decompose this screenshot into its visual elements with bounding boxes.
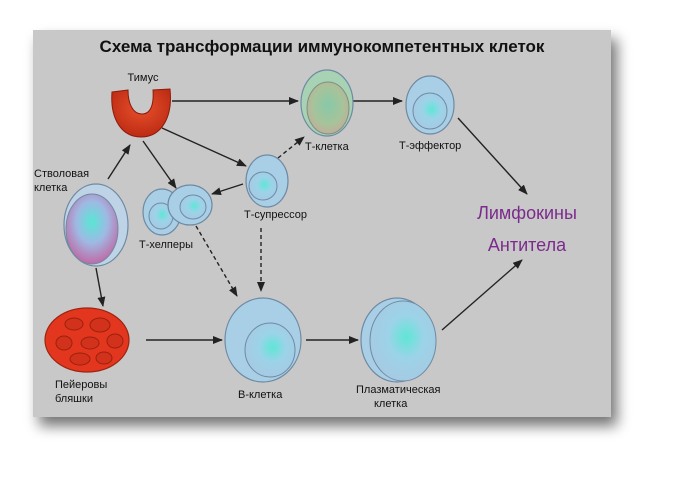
thymus-organ <box>111 88 171 138</box>
peyer-patches <box>44 307 130 373</box>
arrow-teffector-to-lymphokines <box>457 117 528 195</box>
arrows <box>95 97 528 344</box>
diagram-title: Схема трансформации иммунокомпетентных к… <box>100 37 545 56</box>
t-cell <box>300 69 354 137</box>
arrow-plasma-to-antibodies <box>441 259 523 331</box>
arrow-stem-to-peyer <box>95 267 106 307</box>
label-t-cell: Т-клетка <box>305 141 350 153</box>
output-lymphokines: Лимфокины <box>477 203 577 223</box>
arrow-tsuppressor-to-thelpers <box>211 183 244 196</box>
t-helper-cells <box>142 184 213 236</box>
arrow-stem-to-thymus <box>107 144 131 180</box>
label-t-effector: Т-эффектор <box>399 140 461 152</box>
output-antibodies: Антитела <box>488 235 567 255</box>
arrow-thymus-to-thelpers <box>142 140 177 189</box>
arrow-thymus-to-tsuppressor <box>161 127 247 167</box>
t-effector-cell <box>405 75 455 135</box>
t-suppressor-cell <box>245 154 289 208</box>
label-b-cell: В-клетка <box>238 389 283 401</box>
plasma-cell <box>360 297 437 383</box>
label-stem-cell-2: клетка <box>34 182 68 194</box>
label-stem-cell-1: Стволовая <box>34 168 89 180</box>
label-peyer-2: бляшки <box>55 393 93 405</box>
label-thymus: Тимус <box>128 72 159 84</box>
label-plasma-1: Плазматическая <box>356 384 441 396</box>
label-t-helpers: Т-хелперы <box>139 239 193 251</box>
label-t-suppressor: Т-супрессор <box>244 209 307 221</box>
b-cell <box>224 297 302 383</box>
label-plasma-2: клетка <box>374 398 408 410</box>
dashed-arrows <box>195 136 305 297</box>
label-peyer-1: Пейеровы <box>55 379 107 391</box>
stem-cell <box>63 183 129 267</box>
arrow-tsuppressor-to-tcell <box>277 136 305 159</box>
